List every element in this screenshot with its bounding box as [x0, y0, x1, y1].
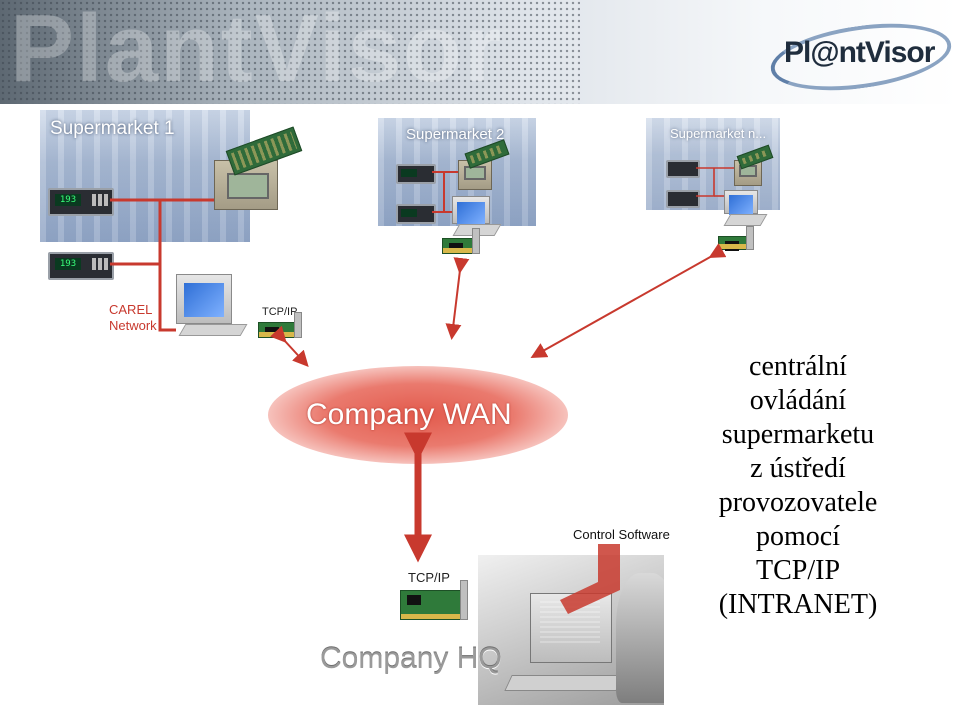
carel-network-wiring: [110, 198, 214, 332]
company-wan-label: Company WAN: [306, 398, 512, 431]
description-text: centrální ovládání supermarketu z ústřed…: [700, 350, 896, 622]
control-software-pointer: [560, 544, 620, 614]
supermarket-2-title: Supermarket 2: [406, 126, 505, 143]
banner-texture: [0, 0, 580, 104]
description-line: z ústředí: [750, 453, 846, 484]
description-line: pomocí: [756, 521, 840, 552]
hq-network-card-icon: [400, 580, 468, 620]
supermarket-n-controller-a: [666, 160, 700, 178]
description-line: ovládání: [749, 385, 847, 416]
hq-tcpip-label: TCP/IP: [408, 570, 450, 585]
supermarket-2-controller-b: [396, 204, 436, 224]
supermarket-2-control-unit: [458, 160, 492, 190]
arrow-siten-wan: [530, 243, 727, 358]
company-hq-photo: [478, 555, 664, 705]
carel-network-line-1: CAREL: [109, 302, 153, 317]
supermarket-n-wiring: [696, 167, 734, 197]
company-hq-label: Company HQ: [320, 642, 502, 675]
carel-network-line-2: Network: [109, 318, 157, 333]
description-line: provozovatele: [718, 487, 878, 518]
arrow-site2-wan: [445, 257, 470, 340]
description-line: TCP/IP: [755, 555, 841, 586]
supermarket-n-pc: [723, 190, 769, 226]
supermarket-1-controller-b: 193: [48, 252, 114, 280]
supermarket-1-title: Supermarket 1: [50, 118, 175, 139]
supermarket-2-wiring: [432, 171, 458, 213]
supermarket-n-network-card-icon: [718, 226, 754, 251]
supermarket-n-title: Supermarket n...: [670, 126, 767, 141]
plantvisor-logo: Pl@ntVisor: [766, 13, 956, 101]
header-banner: PlantVisor Pl@ntVisor: [0, 0, 959, 104]
control-software-label: Control Software: [573, 527, 670, 542]
supermarket-1-tcpip-label: TCP/IP: [262, 306, 298, 318]
supermarket-1-pc: [176, 274, 247, 336]
supermarket-2-pc: [452, 196, 502, 236]
description-line: supermarketu: [721, 419, 875, 450]
description-line: (INTRANET): [718, 589, 878, 620]
supermarket-1-controller-a: 193: [48, 188, 114, 216]
logo-text: Pl@ntVisor: [784, 36, 935, 69]
arrow-site1-wan: [269, 325, 309, 367]
carel-network-label: CAREL Network: [109, 302, 157, 334]
description-line: centrální: [749, 351, 847, 382]
banner-watermark: PlantVisor: [10, 0, 504, 102]
supermarket-2-network-card-icon: [442, 228, 480, 254]
supermarket-2-controller-a: [396, 164, 436, 184]
supermarket-n-controller-b: [666, 190, 700, 208]
